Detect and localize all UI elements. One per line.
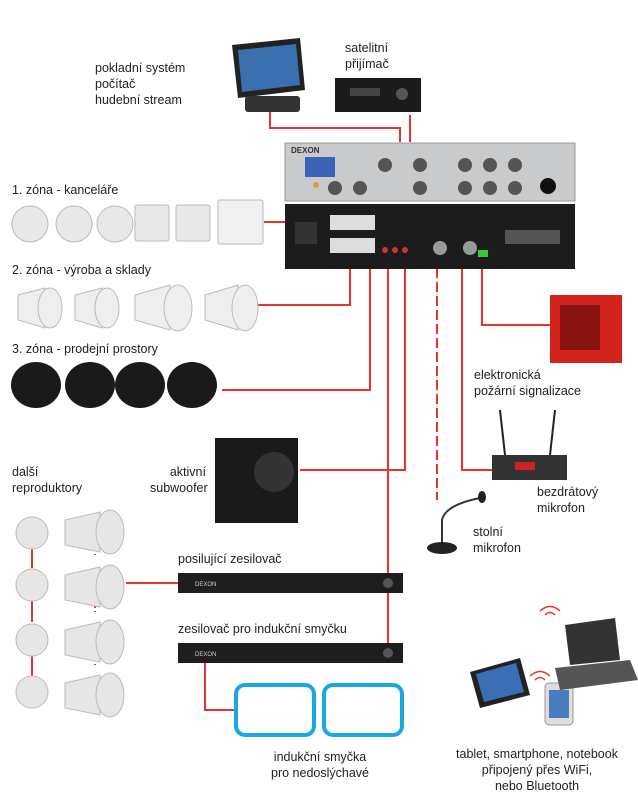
label-line: satelitní: [345, 41, 389, 55]
svg-text:DEXON: DEXON: [195, 582, 216, 588]
label-line: subwoofer: [150, 481, 208, 495]
line-zone3: [222, 268, 371, 391]
other-speakers-label: další reproduktory: [12, 464, 82, 496]
fire-alarm-panel: [550, 295, 622, 363]
loop-amp-label: zesilovač pro indukční smyčku: [178, 622, 347, 636]
label-line: mikrofon: [473, 541, 521, 555]
line-zone2: [250, 268, 351, 306]
label-line: pokladní systém: [95, 61, 186, 75]
label-line: požární signalizace: [474, 384, 582, 398]
fire-alarm-label: elektronická požární signalizace: [474, 367, 581, 399]
wireless-mic-label: bezdrátový mikrofon: [537, 484, 598, 516]
svg-text:DEXON: DEXON: [291, 146, 320, 155]
line-wireless: [461, 268, 492, 471]
subwoofer: [215, 438, 298, 523]
label-line: stolní: [473, 525, 503, 539]
booster-amp-label: posilující zesilovač: [178, 552, 282, 566]
label-line: pro nedoslýchavé: [271, 766, 369, 780]
booster-amplifier: DEXON: [178, 573, 403, 593]
desk-mic-label: stolní mikrofon: [473, 524, 521, 556]
mobile-devices-label: tablet, smartphone, notebook připojený p…: [447, 746, 627, 794]
line-fire: [481, 268, 550, 326]
other-speakers: [15, 509, 125, 718]
line-pos: [269, 110, 401, 142]
induction-loops: [234, 683, 404, 737]
induction-loop-label: indukční smyčka pro nedoslýchavé: [250, 749, 390, 781]
label-line: elektronická: [474, 368, 541, 382]
zone3-speakers: [11, 362, 217, 408]
line-subwoofer: [300, 268, 406, 471]
pos-terminal: [232, 38, 305, 112]
desk-microphone: [427, 491, 486, 554]
satellite-receiver: [335, 78, 421, 112]
label-line: mikrofon: [537, 501, 585, 515]
label-line: nebo Bluetooth: [494, 779, 580, 793]
zone1-speakers: [11, 199, 264, 245]
main-amplifier: DEXON: [284, 142, 576, 269]
mobile-devices: [470, 605, 638, 726]
label-line: hudební stream: [95, 93, 182, 107]
label-line: další: [12, 465, 39, 479]
loop-amplifier: DEXON: [178, 643, 403, 663]
label-line: indukční smyčka: [273, 750, 367, 764]
zone2-horn-speakers: [17, 284, 259, 332]
line-loop: [204, 662, 235, 711]
svg-text:DEXON: DEXON: [195, 652, 216, 658]
subwoofer-label: aktivní subwoofer: [150, 464, 208, 496]
connection-lines: [31, 110, 550, 711]
wireless-mic-receiver: [492, 409, 567, 480]
label-line: připojený přes WiFi,: [481, 763, 593, 777]
zone2-label: 2. zóna - výroba a sklady: [12, 263, 151, 277]
label-line: tablet, smartphone, notebook: [456, 747, 618, 761]
label-line: reproduktory: [12, 481, 83, 495]
label-line: bezdrátový: [537, 485, 599, 499]
satellite-label: satelitní přijímač: [345, 40, 389, 72]
zone3-label: 3. zóna - prodejní prostory: [12, 342, 158, 356]
label-line: aktivní: [169, 465, 206, 479]
zone1-label: 1. zóna - kanceláře: [12, 183, 119, 197]
label-line: přijímač: [345, 57, 389, 71]
label-line: počítač: [95, 77, 136, 91]
pos-system-label: pokladní systém počítač hudební stream: [95, 60, 185, 108]
